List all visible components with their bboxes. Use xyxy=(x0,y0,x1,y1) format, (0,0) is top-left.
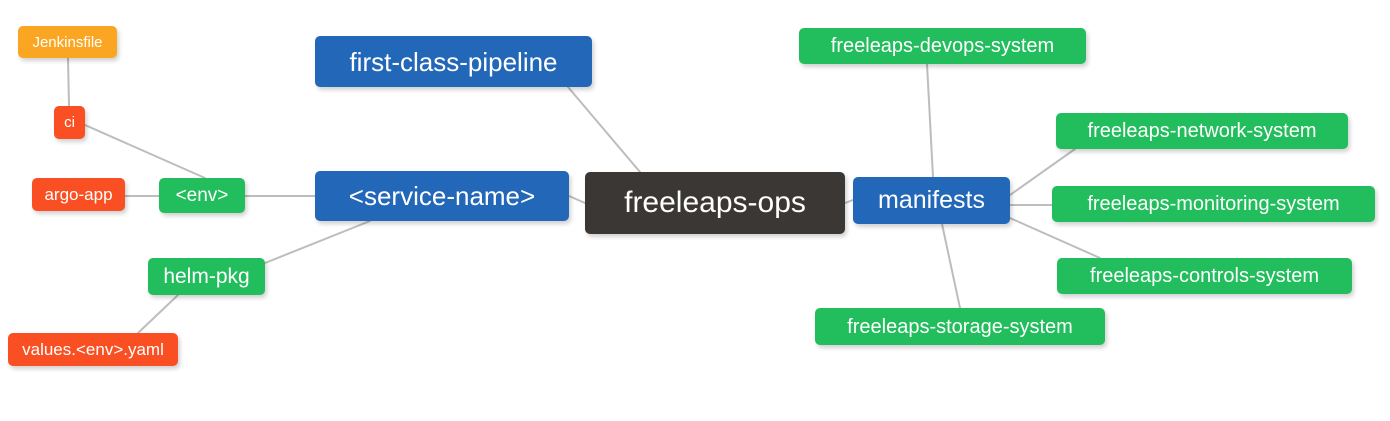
node-label-service-name: <service-name> xyxy=(348,181,536,211)
node-service-name[interactable]: <service-name> xyxy=(315,171,569,221)
node-label-freeleaps-devops-system: freeleaps-devops-system xyxy=(830,35,1055,57)
node-label-helm-pkg: helm-pkg xyxy=(163,265,250,288)
node-label-freeleaps-ops: freeleaps-ops xyxy=(624,186,806,219)
node-label-freeleaps-monitoring-system: freeleaps-monitoring-system xyxy=(1087,193,1340,215)
edge-service-name-to-helm-pkg xyxy=(264,220,371,264)
node-freeleaps-controls-system[interactable]: freeleaps-controls-system xyxy=(1057,258,1352,294)
edge-freeleaps-ops-to-manifests xyxy=(844,199,854,204)
node-label-manifests: manifests xyxy=(878,186,985,214)
node-label-ci: ci xyxy=(64,114,75,131)
node-label-freeleaps-network-system: freeleaps-network-system xyxy=(1087,120,1317,142)
edge-manifests-to-freeleaps-controls-system xyxy=(1009,217,1101,259)
node-helm-pkg[interactable]: helm-pkg xyxy=(148,258,265,295)
node-values-env-yaml[interactable]: values.<env>.yaml xyxy=(8,333,178,366)
node-label-freeleaps-controls-system: freeleaps-controls-system xyxy=(1090,265,1319,287)
node-label-values-env-yaml: values.<env>.yaml xyxy=(22,340,164,359)
edge-freeleaps-ops-to-service-name xyxy=(568,195,586,204)
edge-helm-pkg-to-values-env-yaml xyxy=(137,294,179,334)
node-freeleaps-monitoring-system[interactable]: freeleaps-monitoring-system xyxy=(1052,186,1375,222)
node-jenkinsfile[interactable]: Jenkinsfile xyxy=(18,26,117,58)
node-ci[interactable]: ci xyxy=(54,106,85,139)
node-argo-app[interactable]: argo-app xyxy=(32,178,125,211)
edge-manifests-to-freeleaps-devops-system xyxy=(926,63,934,178)
edge-ci-to-jenkinsfile xyxy=(67,57,70,107)
node-label-argo-app: argo-app xyxy=(44,185,113,204)
node-label-env: <env> xyxy=(175,185,229,206)
node-freeleaps-ops[interactable]: freeleaps-ops xyxy=(585,172,845,234)
edge-env-to-ci xyxy=(84,124,206,179)
node-label-freeleaps-storage-system: freeleaps-storage-system xyxy=(847,315,1073,338)
node-label-jenkinsfile: Jenkinsfile xyxy=(32,33,103,51)
node-freeleaps-devops-system[interactable]: freeleaps-devops-system xyxy=(799,28,1086,64)
node-label-first-class-pipeline: first-class-pipeline xyxy=(349,46,558,77)
node-freeleaps-network-system[interactable]: freeleaps-network-system xyxy=(1056,113,1348,149)
node-first-class-pipeline[interactable]: first-class-pipeline xyxy=(315,36,592,87)
node-freeleaps-storage-system[interactable]: freeleaps-storage-system xyxy=(815,308,1105,345)
node-env[interactable]: <env> xyxy=(159,178,245,213)
edge-manifests-to-freeleaps-storage-system xyxy=(941,223,961,309)
edge-freeleaps-ops-to-first-class-pipeline xyxy=(567,86,641,173)
node-manifests[interactable]: manifests xyxy=(853,177,1010,224)
